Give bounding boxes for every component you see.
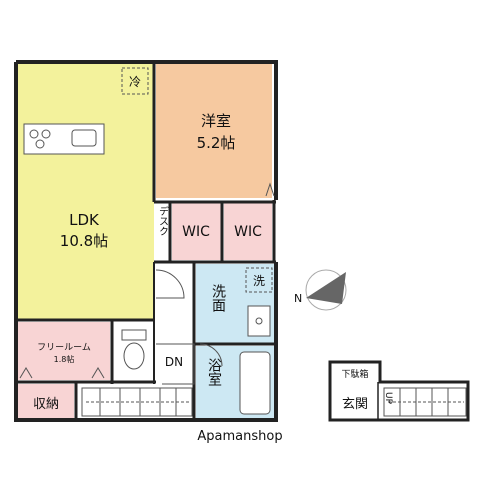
basin-drain xyxy=(255,317,263,325)
kitchen-counter xyxy=(23,123,105,155)
desk-label: デスク xyxy=(157,205,169,236)
up-label: UP xyxy=(383,392,393,405)
walls xyxy=(14,60,470,422)
western-room xyxy=(156,64,272,198)
washroom-label: 洗面 xyxy=(210,284,226,312)
western-name: 洋室 xyxy=(201,112,231,130)
doors xyxy=(19,182,275,379)
wic-2-label: WIC xyxy=(234,224,262,240)
stair xyxy=(81,343,467,417)
toilet-tank xyxy=(121,329,147,341)
entrance-label: 玄関 xyxy=(342,397,368,412)
washer-box xyxy=(245,267,273,293)
washer-label: 洗 xyxy=(253,274,265,288)
wic-2-room xyxy=(224,202,272,260)
entrance-room xyxy=(332,384,398,420)
wic-1-label: WIC xyxy=(182,224,210,240)
compass-label: N xyxy=(294,292,302,305)
wash-basin xyxy=(247,305,271,337)
free-room-name: フリールーム xyxy=(37,342,91,353)
ldk-size: 10.8帖 xyxy=(60,232,108,250)
free-room-size: 1.8帖 xyxy=(54,354,75,364)
wic-1-room xyxy=(172,202,222,260)
dn-label: DN xyxy=(165,355,183,369)
watermark: Apamanshop xyxy=(197,429,282,444)
storage-room xyxy=(18,384,74,418)
storage-label: 収納 xyxy=(33,397,59,412)
ldk-room xyxy=(18,64,154,320)
toilet-bowl xyxy=(123,342,145,370)
fridge-label: 冷 xyxy=(129,75,141,89)
ldk-name: LDK xyxy=(69,211,100,229)
shoe-box-label: 下駄箱 xyxy=(341,368,368,380)
bathtub xyxy=(239,351,271,415)
free-room xyxy=(18,322,110,380)
compass: N xyxy=(294,269,347,311)
bath-label: 浴室 xyxy=(206,358,222,386)
western-size: 5.2帖 xyxy=(197,134,236,152)
fridge-box xyxy=(121,67,149,95)
